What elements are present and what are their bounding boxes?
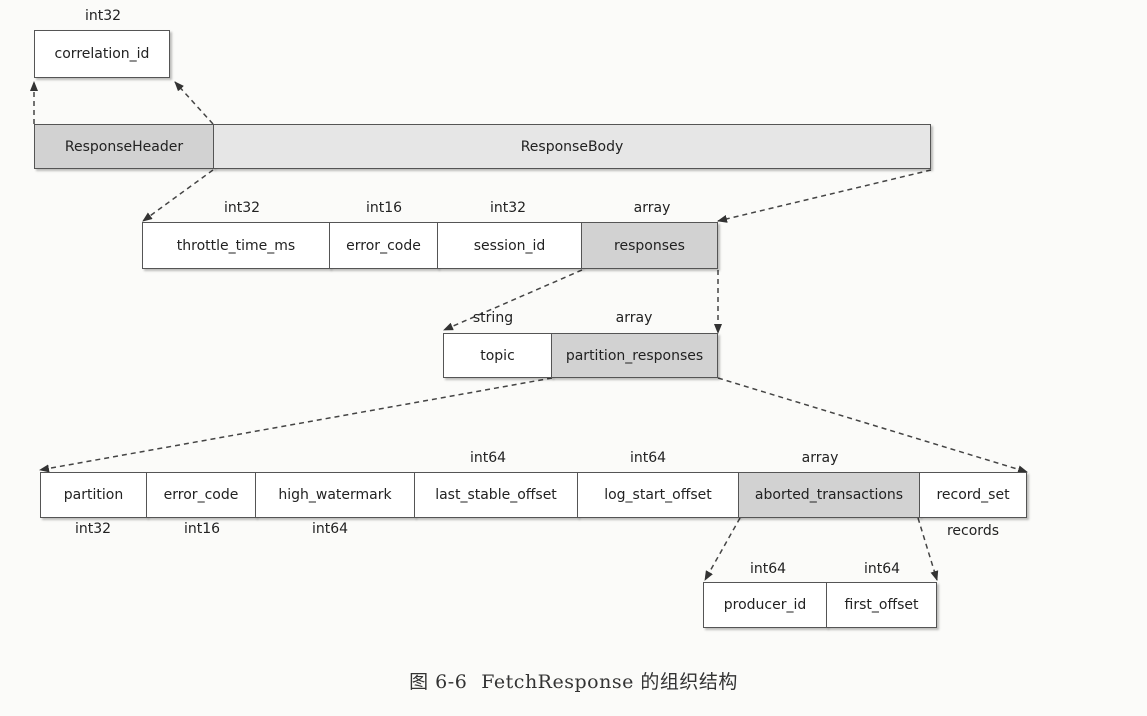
topic-type: string xyxy=(472,310,514,326)
topic-field: topic xyxy=(443,333,552,378)
high-watermark-field: high_watermark xyxy=(255,472,415,518)
arrow-partition-responses-to-partition xyxy=(39,377,553,473)
throttle-time-field: throttle_time_ms xyxy=(142,222,330,269)
partition-responses-field: partition_responses xyxy=(551,333,718,378)
first-offset-field: first_offset xyxy=(826,582,937,628)
high-watermark-type: int64 xyxy=(311,521,349,537)
partition-type: int32 xyxy=(74,521,112,537)
partition-field: partition xyxy=(40,472,147,518)
producer-id-field: producer_id xyxy=(703,582,827,628)
arrow-aborted-to-producer xyxy=(704,517,741,581)
response-body-field: ResponseBody xyxy=(213,124,931,169)
arrow-responses-to-topic xyxy=(443,269,583,331)
session-id-field: session_id xyxy=(437,222,582,269)
error-code-field: error_code xyxy=(329,222,438,269)
figure-title: FetchResponse 的组织结构 xyxy=(481,671,738,693)
throttle-time-type: int32 xyxy=(223,200,261,216)
figure-caption: 图 6-6 FetchResponse 的组织结构 xyxy=(0,667,1147,694)
partition-error-code-field: error_code xyxy=(146,472,256,518)
error-code-type: int16 xyxy=(365,200,403,216)
log-start-offset-field: log_start_offset xyxy=(577,472,739,518)
figure-number: 图 6-6 xyxy=(409,671,468,693)
partition-responses-type: array xyxy=(615,310,653,326)
last-stable-offset-field: last_stable_offset xyxy=(414,472,578,518)
record-set-type: records xyxy=(946,523,999,539)
record-set-field: record_set xyxy=(919,472,1027,518)
producer-id-type: int64 xyxy=(749,561,787,577)
arrow-aborted-to-first-offset xyxy=(917,517,939,581)
responses-field: responses xyxy=(581,222,718,269)
last-stable-offset-type: int64 xyxy=(469,450,507,466)
aborted-transactions-field: aborted_transactions xyxy=(738,472,920,518)
correlation-id-type: int32 xyxy=(85,8,122,24)
first-offset-type: int64 xyxy=(863,561,901,577)
responses-type: array xyxy=(633,200,671,216)
aborted-transactions-type: array xyxy=(801,450,839,466)
arrow-header-to-correlation xyxy=(174,81,214,125)
log-start-offset-type: int64 xyxy=(629,450,667,466)
arrow-partition-responses-to-record-set xyxy=(717,377,1028,474)
response-header-field: ResponseHeader xyxy=(34,124,214,169)
arrow-header-to-throttle xyxy=(142,169,214,222)
arrow-body-to-responses xyxy=(717,169,932,223)
session-id-type: int32 xyxy=(489,200,527,216)
correlation-id-field: correlation_id xyxy=(34,30,170,78)
partition-error-code-type: int16 xyxy=(183,521,221,537)
